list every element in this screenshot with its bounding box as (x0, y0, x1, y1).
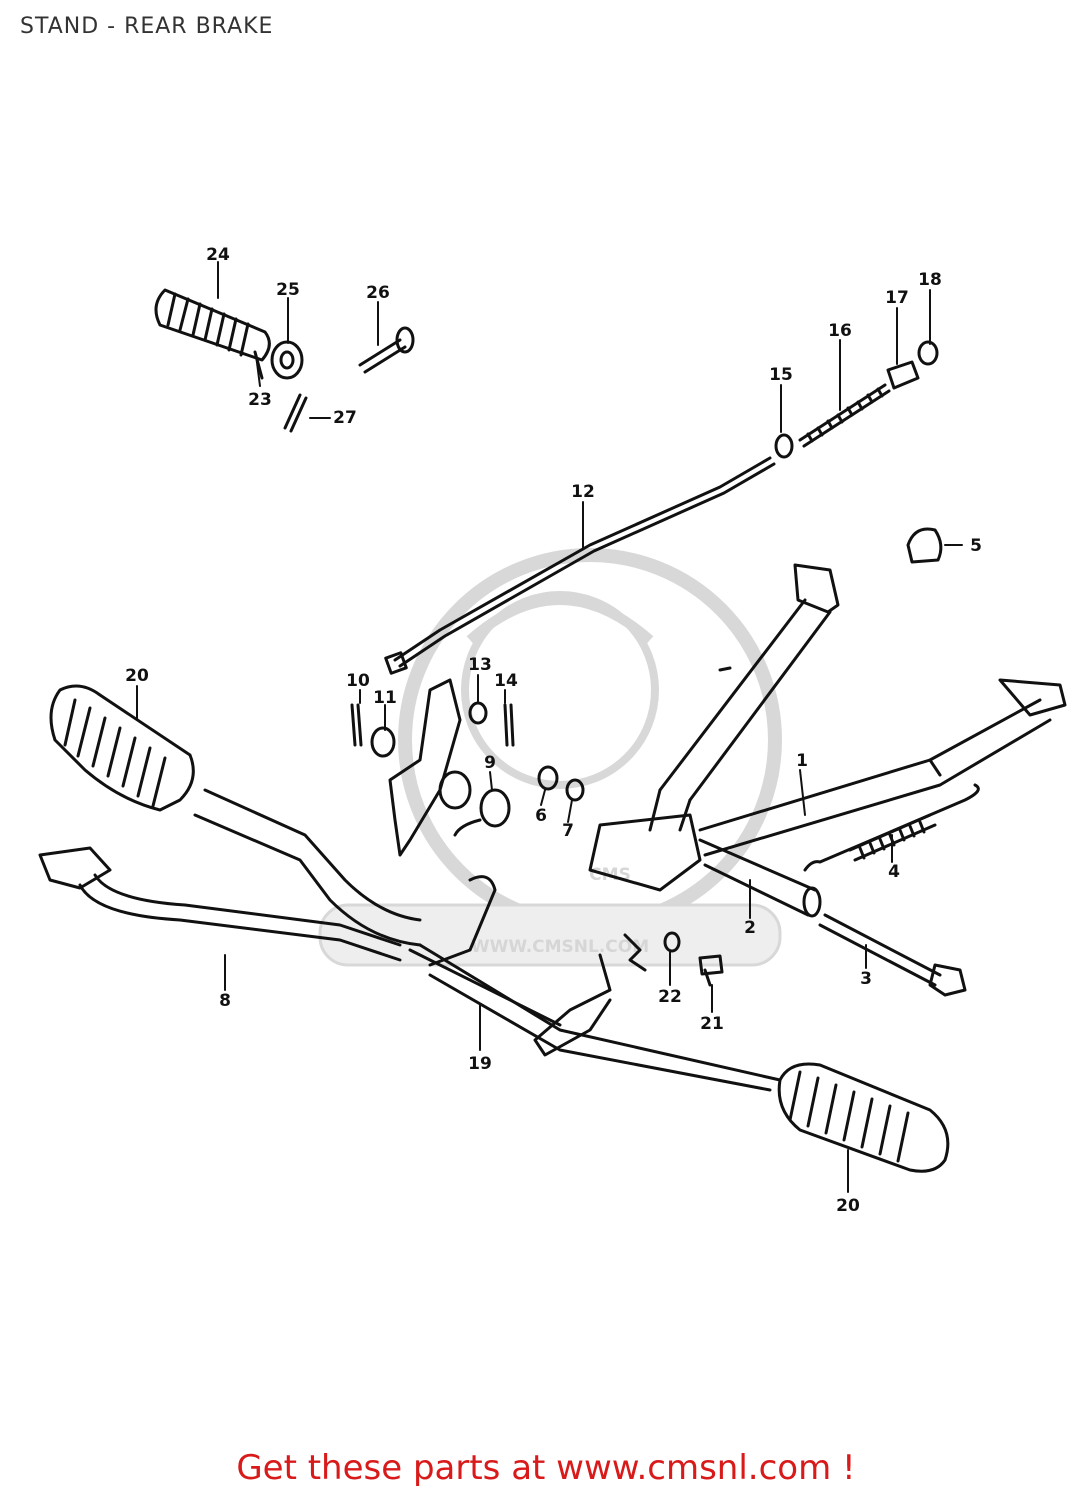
callout-18: 18 (918, 270, 942, 290)
washer-25 (270, 340, 304, 380)
stand-bracket (588, 813, 702, 892)
bolt-21 (698, 954, 724, 987)
callout-25: 25 (276, 280, 300, 300)
callout-24: 24 (206, 245, 230, 265)
adjust-nut-15 (774, 433, 794, 459)
callout-22: 22 (658, 987, 682, 1007)
callout-1: 1 (796, 751, 808, 771)
nut-6 (537, 765, 559, 791)
brake-pedal (38, 846, 402, 962)
cotter-pin-27 (283, 393, 308, 433)
page-title: STAND - REAR BRAKE (20, 14, 274, 39)
pivot-shaft-2 (698, 838, 822, 918)
callout-16: 16 (828, 321, 852, 341)
cap-5 (906, 527, 943, 564)
bolt-3 (818, 913, 967, 997)
callout-9: 9 (484, 753, 496, 773)
callout-11: 11 (373, 688, 397, 708)
callout-20-bottom: 20 (836, 1196, 860, 1216)
watermark-url: WWW.CMSNL.COM (471, 937, 649, 957)
footer-link[interactable]: Get these parts at www.cmsnl.com ! (236, 1448, 856, 1488)
washer-22 (663, 931, 681, 953)
footrest-grip-left (49, 684, 195, 812)
spring-16 (798, 383, 891, 448)
washer-7 (565, 778, 585, 802)
callout-21: 21 (700, 1014, 724, 1034)
callout-7: 7 (562, 821, 574, 841)
watermark-logo: CMS WWW.CMSNL.COM (318, 548, 782, 967)
main-stand (648, 563, 1067, 857)
callout-15: 15 (769, 365, 793, 385)
callout-3: 3 (860, 969, 872, 989)
callout-6: 6 (535, 806, 547, 826)
callout-23: 23 (248, 390, 272, 410)
callouts: 24 25 26 23 27 18 17 16 15 12 5 20 10 11… (125, 245, 982, 1216)
pin-26 (358, 326, 415, 374)
callout-5: 5 (970, 536, 982, 556)
joint-17 (886, 360, 920, 390)
bolt-14 (503, 703, 515, 747)
callout-10: 10 (346, 671, 370, 691)
nut-18 (917, 340, 939, 366)
callout-17: 17 (885, 288, 909, 308)
bolt-10 (350, 703, 363, 747)
callout-4: 4 (888, 862, 900, 882)
callout-20-top: 20 (125, 666, 149, 686)
spring-9 (453, 788, 511, 837)
footrest-grip-right (777, 1062, 950, 1173)
callout-12: 12 (571, 482, 595, 502)
callout-19: 19 (468, 1054, 492, 1074)
callout-8: 8 (219, 991, 231, 1011)
nut-13 (468, 701, 488, 725)
leader-lines (136, 261, 963, 1193)
callout-13: 13 (468, 655, 492, 675)
callout-27: 27 (333, 408, 357, 428)
callout-2: 2 (744, 918, 756, 938)
callout-14: 14 (494, 671, 518, 691)
callout-26: 26 (366, 283, 390, 303)
footrest-bar (193, 788, 782, 1092)
small-footrest-grip (154, 288, 271, 362)
washer-11 (370, 726, 396, 758)
brake-rod (384, 456, 776, 675)
zigzag-connector (623, 933, 647, 972)
brake-pedal-arm (388, 678, 472, 857)
